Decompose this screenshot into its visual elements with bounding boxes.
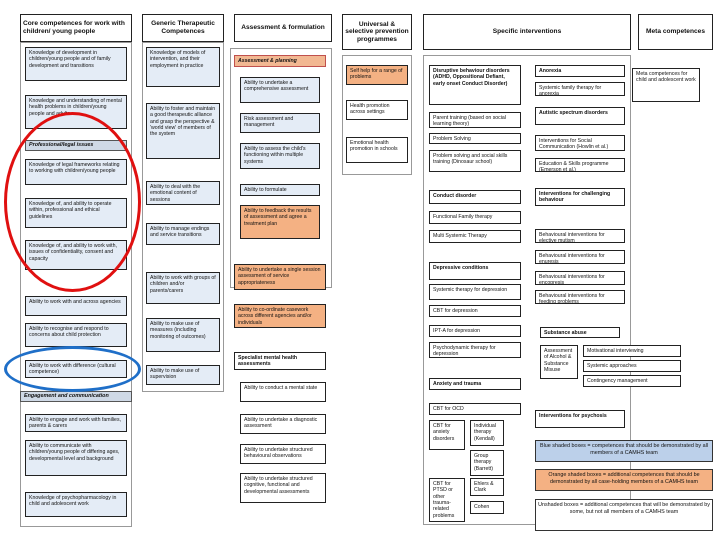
generic-item-groups: Ability to work with groups of children … xyxy=(146,272,220,304)
header-meta: Meta competences xyxy=(638,14,713,50)
generic-item-alliance: Ability to foster and maintain a good th… xyxy=(146,103,220,159)
core-item-development: Knowledge of development in children/you… xyxy=(25,47,127,81)
core-item-child-protection: Ability to recognise and respond to conc… xyxy=(25,323,127,347)
generic-column-frame xyxy=(142,42,224,392)
assessment-item-coordinate: Ability to co-ordinate casework across d… xyxy=(234,304,326,328)
specific-autistic: Autistic spectrum disorders xyxy=(535,107,625,125)
specific-systemic-family: Systemic family therapy for anorexia xyxy=(535,82,625,96)
specific-challenging: Interventions for challenging behaviour xyxy=(535,188,625,206)
specific-contingency: Contingency management xyxy=(583,375,681,387)
specific-disruptive: Disruptive behaviour disorders (ADHD, Op… xyxy=(429,65,521,105)
specific-social-communication: Interventions for Social Communication (… xyxy=(535,135,625,151)
specific-parent-training: Parent training (based on social learnin… xyxy=(429,112,521,128)
assessment-item-functioning: Ability to assess the child's functionin… xyxy=(240,143,320,169)
specific-cbt-ocd: CBT for OCD xyxy=(429,403,521,415)
specific-mst: Multi Systemic Therapy xyxy=(429,230,521,243)
generic-item-endings: Ability to manage endings and service tr… xyxy=(146,223,220,245)
assessment-item-feedback: Ability to feedback the results of asses… xyxy=(240,205,320,239)
core-item-communicate: Ability to communicate with children/you… xyxy=(25,440,127,476)
assessment-item-single-session: Ability to undertake a single session as… xyxy=(234,264,326,290)
specific-assessment-alcohol: Assessment of Alcohol & Substance Misuse xyxy=(540,345,578,379)
specific-systemic-approaches: Systemic approaches xyxy=(583,360,681,372)
specific-anorexia: Anorexia xyxy=(535,65,625,77)
specific-ipt: IPT-A for depression xyxy=(429,325,521,337)
specific-bi-enuresis: Behavioural interventions for enuresis xyxy=(535,250,625,264)
core-item-agencies: Ability to work with and across agencies xyxy=(25,296,127,316)
specific-substance: Substance abuse xyxy=(540,327,620,338)
specific-cbt-anxiety: CBT for anxiety disorders xyxy=(429,420,465,450)
generic-item-measures: Ability to make use of measures (includi… xyxy=(146,318,220,352)
specific-cbt-depression: CBT for depression xyxy=(429,305,521,317)
header-universal: Universal & selective prevention program… xyxy=(342,14,412,50)
core-item-families: Ability to engage and work with families… xyxy=(25,414,127,432)
header-specific: Specific interventions xyxy=(423,14,631,50)
specific-bi-encopresis: Behavioural interventions for encopresis xyxy=(535,271,625,285)
generic-item-emotional: Ability to deal with the emotional conte… xyxy=(146,181,220,205)
specific-anxiety: Anxiety and trauma xyxy=(429,378,521,390)
specific-problem-solving-social: Problem solving and social skills traini… xyxy=(429,150,521,172)
universal-item-self-help: Self help for a range of problems xyxy=(346,65,408,85)
assessment-item-behavioural-obs: Ability to undertake structured behaviou… xyxy=(240,444,326,464)
specific-motivational: Motivational interviewing xyxy=(583,345,681,357)
assessment-item-diagnostic: Ability to undertake a diagnostic assess… xyxy=(240,414,326,434)
assessment-item-comprehensive: Ability to undertake a comprehensive ass… xyxy=(240,77,320,103)
assessment-item-mental-state: Ability to conduct a mental state xyxy=(240,382,326,402)
specific-depressive: Depressive conditions xyxy=(429,262,521,280)
meta-competences-box: Meta competences for child and adolescen… xyxy=(632,68,700,102)
assessment-item-risk: Risk assessment and management xyxy=(240,113,320,133)
core-item-confidentiality: Knowledge of, and ability to work with, … xyxy=(25,240,127,270)
legend-blue: Blue shaded boxes = competences that sho… xyxy=(535,440,713,462)
specific-problem-solving: Problem Solving xyxy=(429,133,521,144)
universal-column-frame xyxy=(342,55,412,175)
header-core: Core competences for work with children/… xyxy=(20,14,132,42)
legend-white: Unshaded boxes = additional competences … xyxy=(535,499,713,531)
specific-systemic-depression: Systemic therapy for depression xyxy=(429,284,521,300)
core-item-difference: Ability to work with difference (cultura… xyxy=(25,360,127,378)
assessment-item-formulate: Ability to formulate xyxy=(240,184,320,196)
core-column-frame xyxy=(20,42,132,527)
specific-psychodynamic: Psychodynamic therapy for depression xyxy=(429,342,521,358)
specific-cohen: Cohen xyxy=(470,501,504,514)
specific-fft: Functional Family therapy xyxy=(429,211,521,224)
specific-cbt-ptsd: CBT for PTSD or other trauma-related pro… xyxy=(429,478,465,522)
generic-item-models: Knowledge of models of intervention, and… xyxy=(146,47,220,87)
core-item-mental-health: Knowledge and understanding of mental he… xyxy=(25,95,127,129)
universal-item-health-promotion: Health promotion across settings xyxy=(346,100,408,120)
legend-orange: Orange shaded boxes = additional compete… xyxy=(535,469,713,491)
specific-ehlers: Ehlers & Clark xyxy=(470,478,504,496)
specific-bi-feeding: Behavioural interventions for feeding pr… xyxy=(535,290,625,304)
assessment-label-specialist: Specialist mental health assessments xyxy=(234,352,326,370)
core-item-legal: Knowledge of legal frameworks relating t… xyxy=(25,159,127,185)
specific-column-frame xyxy=(423,55,631,525)
core-item-ethical: Knowledge of, and ability to operate wit… xyxy=(25,198,127,228)
core-label-engagement: Engagement and communication xyxy=(20,391,132,402)
core-label-professional: Professional/legal issues xyxy=(25,140,127,151)
specific-group: Group therapy (Barrett) xyxy=(470,450,504,476)
specific-conduct: Conduct disorder xyxy=(429,190,521,204)
specific-individual: Individual therapy (Kendall) xyxy=(470,420,504,446)
assessment-item-cognitive: Ability to undertake structured cognitiv… xyxy=(240,473,326,503)
specific-psychosis: Interventions for psychosis xyxy=(535,410,625,428)
assessment-label-planning: Assessment & planning xyxy=(234,55,326,67)
core-item-psychopharmacology: Knowledge of psychopharmacology in child… xyxy=(25,492,127,517)
specific-bi-elective: Behavioural interventions for elective m… xyxy=(535,229,625,243)
specific-education-skills: Education & Skills programme (Emerson et… xyxy=(535,158,625,172)
generic-item-supervision: Ability to make use of supervision xyxy=(146,365,220,385)
header-assessment: Assessment & formulation xyxy=(234,14,332,42)
universal-item-emotional-health: Emotional health promotion in schools xyxy=(346,137,408,163)
header-generic: Generic Therapeutic Competences xyxy=(142,14,224,42)
